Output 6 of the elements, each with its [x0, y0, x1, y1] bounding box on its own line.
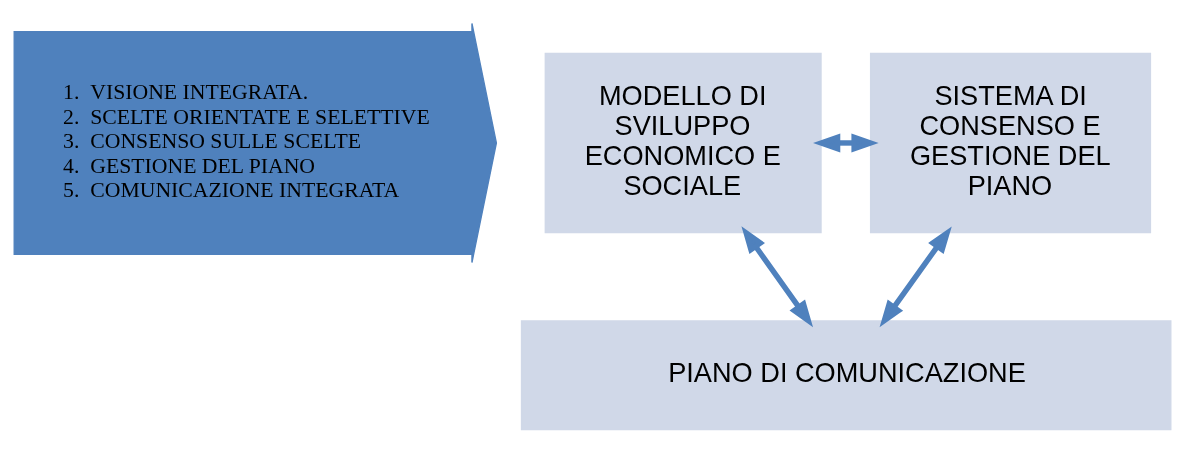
arrow — [813, 132, 879, 152]
node-box: MODELLO DI SVILUPPO ECONOMICO E SOCIALE — [544, 52, 822, 233]
arrow — [741, 225, 814, 327]
arrow — [879, 225, 952, 327]
node-box: PIANO DI COMUNICAZIONE — [520, 319, 1172, 430]
node-box: SISTEMA DI CONSENSO E GESTIONE DEL PIANO — [869, 52, 1152, 233]
